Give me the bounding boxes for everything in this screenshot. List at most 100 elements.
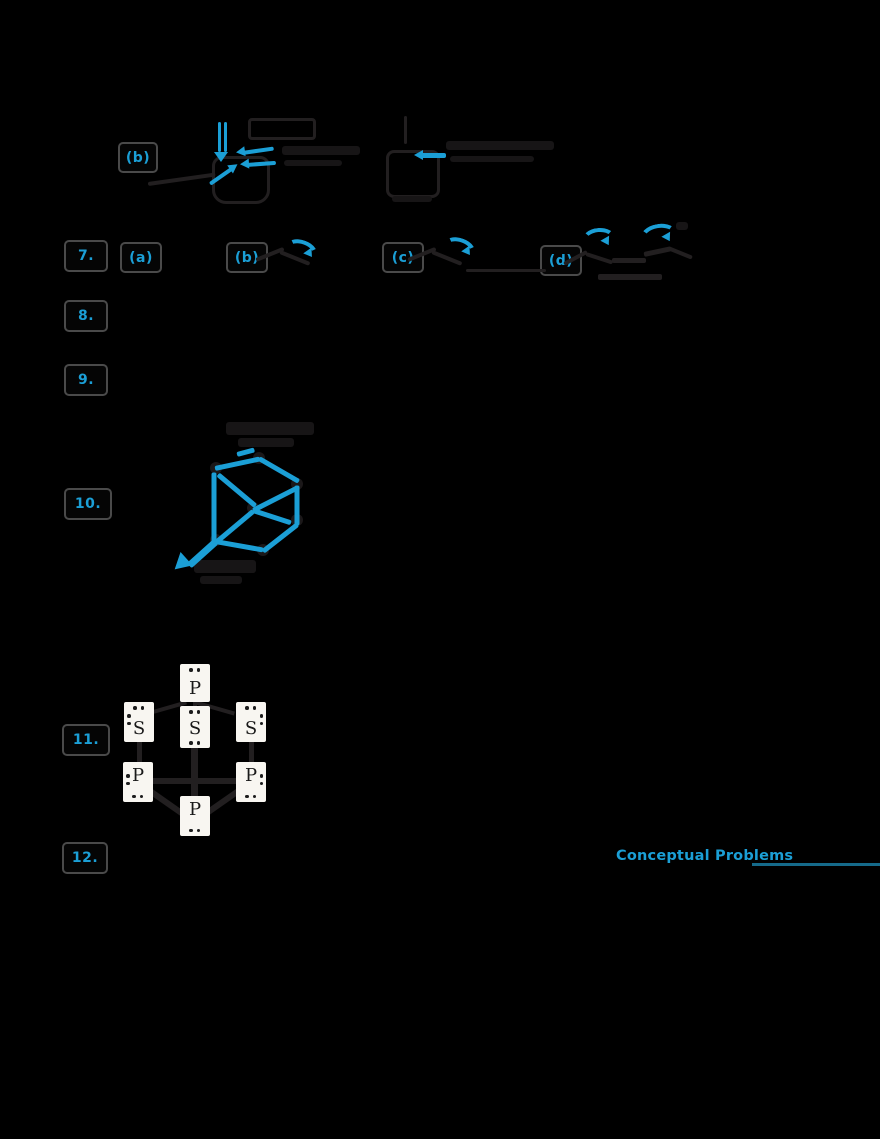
cage-bond: [216, 472, 258, 508]
atom-s-left-label: S: [132, 718, 146, 739]
lone-pair-dots: [259, 774, 263, 785]
resonance-structure-right: [380, 110, 570, 210]
faint-bond: [392, 196, 432, 202]
footer-rule: [752, 863, 880, 866]
atom-s-right-label: S: [244, 718, 258, 739]
faint-substituent: [248, 118, 316, 140]
cage-bond: [251, 485, 299, 513]
faint-bond: [563, 250, 588, 266]
problem-number-10: 10.: [64, 488, 112, 520]
cage-bond: [236, 447, 256, 457]
lone-pair-dots: [133, 706, 144, 710]
faint-text: [238, 438, 294, 447]
bond: [193, 700, 235, 716]
faint-bond: [585, 252, 614, 265]
curved-arrow-icon: [241, 146, 274, 155]
bond-bold: [148, 788, 187, 818]
lone-pair-dots: [126, 774, 130, 785]
big-arrow-shaft: [186, 538, 219, 569]
faint-atom: [210, 462, 222, 474]
faint-atom: [291, 514, 303, 526]
faint-text: [194, 560, 256, 573]
faint-bond: [147, 172, 216, 186]
faint-text: [450, 156, 534, 162]
problem-number-10-text: 10.: [74, 496, 102, 512]
problem-number-7: 7.: [64, 240, 108, 272]
lone-pair-dots: [189, 828, 200, 832]
faint-text: [200, 576, 242, 584]
faint-atom: [291, 478, 303, 490]
bond: [249, 740, 254, 766]
atom-p-bottom: P: [180, 796, 210, 836]
problem-number-9: 9.: [64, 364, 108, 396]
item-label-6b: (b): [118, 142, 158, 173]
cage-bond: [261, 522, 300, 554]
lone-pair-dots: [189, 710, 200, 714]
problem-number-9-text: 9.: [77, 372, 95, 388]
lone-pair-dots: [245, 706, 256, 710]
cage-bond: [211, 472, 217, 545]
atom-p-top-label: P: [188, 678, 202, 699]
faint-text: [446, 141, 554, 150]
problem-number-12: 12.: [62, 842, 108, 874]
faint-text: [226, 422, 314, 435]
structure-7c: [404, 225, 554, 280]
problem-number-11-text: 11.: [72, 732, 100, 748]
faint-atom: [210, 534, 222, 546]
cage-bond: [214, 539, 264, 553]
bond-bold: [191, 744, 198, 802]
lone-pair-dots: [259, 714, 263, 725]
item-label-7a-text: (a): [129, 249, 153, 266]
lone-pair-dots: [127, 714, 131, 725]
double-arrow-stroke: [224, 122, 227, 152]
faint-bond: [404, 116, 407, 144]
lone-pair-arrow-icon: [420, 153, 446, 158]
bond: [137, 740, 142, 766]
section-link[interactable]: Conceptual Problems: [616, 848, 794, 864]
faint-bond: [466, 269, 546, 272]
bond: [145, 700, 187, 716]
cage-bond: [214, 509, 256, 545]
lone-pair-dots: [245, 794, 256, 798]
item-label-6b-text: (b): [125, 149, 151, 166]
atom-s-right: S: [236, 702, 266, 742]
structure-7b: [252, 225, 342, 280]
big-arrowhead-icon: [166, 551, 193, 579]
bond: [193, 698, 197, 712]
problem-number-8-text: 8.: [77, 308, 95, 324]
item-label-7a: (a): [120, 242, 162, 273]
item-label-7b-text: (b): [234, 249, 260, 266]
item-label-7c-text: (c): [391, 249, 415, 266]
atom-s-middle: S: [180, 706, 210, 748]
faint-atom: [257, 544, 269, 556]
faint-atom: [253, 452, 265, 464]
faint-text: [282, 146, 360, 155]
cage-bond: [294, 485, 300, 526]
problem-number-11: 11.: [62, 724, 110, 756]
cage-bond: [214, 456, 261, 471]
atom-p-top: P: [180, 664, 210, 702]
atom-p-bottom-right-label: P: [244, 765, 258, 786]
problem-number-12-text: 12.: [71, 850, 99, 866]
atom-p-bottom-left: P: [123, 762, 153, 802]
atom-s-left: S: [124, 702, 154, 742]
atom-p-bottom-label: P: [188, 799, 202, 820]
faint-text: [284, 160, 342, 166]
problem-number-8: 8.: [64, 300, 108, 332]
bond-bold: [202, 788, 241, 818]
atom-p-bottom-left-label: P: [131, 765, 145, 786]
faint-bond-bold: [598, 274, 662, 280]
double-arrow-stroke: [218, 122, 221, 152]
left-arrowhead-icon: [411, 150, 423, 160]
atom-p-bottom-right: P: [236, 762, 266, 802]
lone-pair-dots: [189, 741, 200, 745]
lone-pair-dots: [189, 668, 200, 672]
bond-bold: [152, 778, 240, 784]
atom-s-middle-label: S: [188, 718, 202, 739]
left-arrowhead-icon: [232, 146, 246, 158]
faint-bond: [667, 246, 693, 260]
faint-atom: [247, 502, 259, 514]
problem-number-7-text: 7.: [77, 248, 95, 264]
faint-charge: [676, 222, 688, 230]
lone-pair-dots: [132, 794, 143, 798]
